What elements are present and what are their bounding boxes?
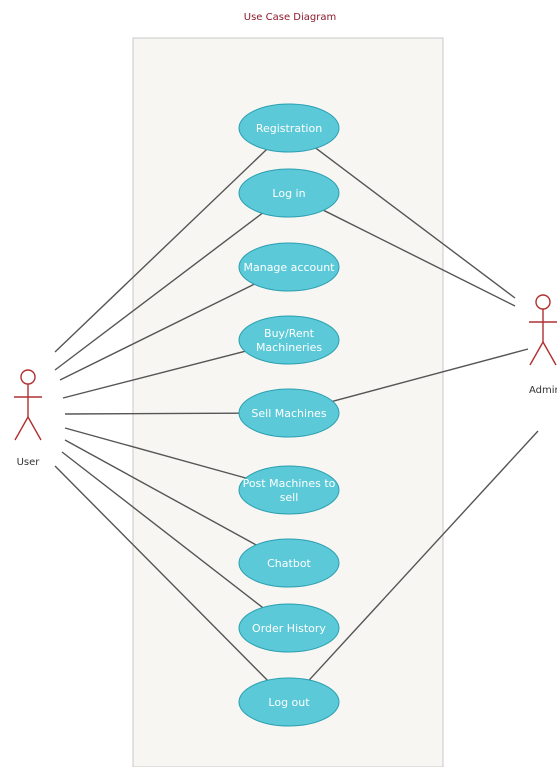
association-line-user-buy-rent — [62, 350, 246, 399]
stick-figure-icon — [14, 369, 42, 441]
use-case-ellipse — [238, 103, 340, 153]
association-line-user-chatbot — [64, 439, 257, 546]
admin-actor: Admin — [529, 294, 557, 396]
use-case-label: Order History — [252, 622, 326, 635]
use-case-manage-account: Manage account — [238, 242, 340, 292]
actor-left-leg — [529, 341, 544, 366]
association-line-user-login — [54, 212, 263, 371]
use-case-ellipse — [238, 168, 340, 218]
actor-right-leg — [27, 416, 42, 441]
association-line-user-logout — [54, 465, 269, 681]
association-line-user-manage-account — [59, 283, 255, 381]
association-line-admin-registration — [315, 147, 516, 299]
use-case-label: Post Machines to — [243, 477, 336, 490]
stick-figure-icon — [529, 294, 557, 366]
association-lines — [54, 147, 539, 681]
use-case-label: Machineries — [256, 341, 322, 354]
use-case-ellipse — [238, 538, 340, 588]
admin-actor-label: Admin — [529, 385, 557, 396]
use-case-ellipse — [238, 677, 340, 727]
use-case-ellipse — [238, 315, 340, 365]
use-case-label: Sell Machines — [251, 407, 326, 420]
association-line-admin-logout — [308, 430, 539, 681]
actor-left-leg — [14, 416, 29, 441]
use-case-label: Buy/Rent — [264, 327, 315, 340]
diagram-title: Use Case Diagram — [244, 12, 336, 23]
actor-head — [20, 369, 36, 385]
use-case-registration: Registration — [238, 103, 340, 153]
association-line-user-order-history — [61, 451, 264, 609]
use-case-order-history: Order History — [238, 603, 340, 653]
actor-right-leg — [542, 341, 557, 366]
use-case-chatbot: Chatbot — [238, 538, 340, 588]
use-case-ellipse — [238, 465, 340, 515]
use-case-ellipse — [238, 388, 340, 438]
association-line-admin-login — [323, 209, 516, 307]
association-line-user-registration — [54, 148, 268, 353]
use-case-login: Log in — [238, 168, 340, 218]
user-actor: User — [14, 369, 42, 468]
user-actor-label: User — [17, 457, 41, 468]
actor-head — [535, 294, 551, 310]
use-case-ellipse — [238, 603, 340, 653]
use-case-label: Log out — [268, 696, 310, 709]
association-line-admin-sell-machines — [332, 348, 529, 402]
use-case-label: Log in — [272, 187, 305, 200]
use-case-label: sell — [280, 491, 299, 504]
association-line-user-sell-machines — [64, 412, 240, 415]
use-case-label: Chatbot — [267, 557, 311, 570]
use-case-sell-machines: Sell Machines — [238, 388, 340, 438]
use-case-ellipse — [238, 242, 340, 292]
use-case-label: Registration — [256, 122, 322, 135]
association-line-user-post-machines — [64, 427, 246, 479]
use-case-logout: Log out — [238, 677, 340, 727]
use-case-label: Manage account — [243, 261, 335, 274]
